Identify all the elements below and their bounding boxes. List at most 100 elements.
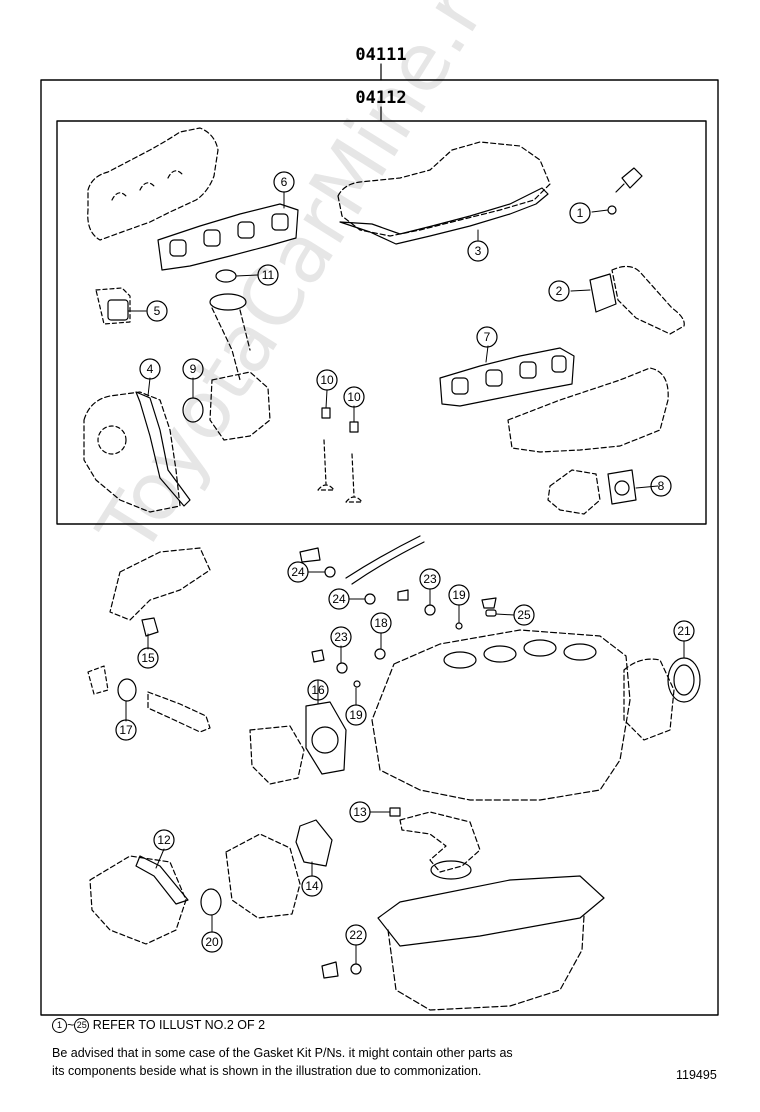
kit-part-number: 04111 — [355, 45, 406, 65]
svg-text:1: 1 — [577, 206, 584, 220]
washer-1 — [607, 205, 617, 215]
thermostat-housing — [547, 469, 601, 515]
callout-c23b: 23 — [330, 626, 352, 648]
svg-text:20: 20 — [205, 935, 219, 949]
refer-text: REFER TO ILLUST NO.2 OF 2 — [92, 1018, 266, 1032]
svg-text:23: 23 — [334, 630, 348, 644]
air-pipe-outline — [109, 547, 211, 621]
oil-pump-housing — [225, 833, 301, 919]
seal-23a — [424, 604, 436, 616]
svg-text:10: 10 — [320, 373, 334, 387]
water-outlet-housing — [611, 265, 685, 335]
strainer-gasket-13 — [389, 807, 401, 817]
gasket-7-port — [451, 377, 469, 395]
gasket-7-port — [485, 369, 503, 387]
banjo-bolt-2 — [397, 589, 409, 601]
range-start-callout: 1 — [52, 1018, 67, 1034]
gasket-7-port — [551, 355, 567, 373]
intake-valve — [317, 439, 335, 491]
flange-outline — [95, 287, 131, 325]
gasket-6-port — [271, 213, 289, 231]
water-pump-gasket-16 — [305, 701, 347, 775]
gasket-6-port — [237, 221, 255, 239]
illustration-id: 119495 — [676, 1068, 717, 1082]
strainer-screen — [430, 860, 472, 880]
flange-gasket-5 — [107, 299, 129, 321]
union-bolt — [481, 597, 497, 609]
breather-hose — [345, 535, 425, 585]
valve-stem-seal-10 — [321, 407, 331, 419]
intake-gasket-7 — [439, 347, 575, 407]
front-cover-gasket-12 — [135, 855, 189, 905]
callout-c7: 7 — [476, 326, 498, 348]
crank-seal-20 — [200, 888, 222, 916]
svg-text:4: 4 — [147, 362, 154, 376]
kit-outer-frame — [40, 79, 719, 1016]
svg-text:14: 14 — [305, 879, 319, 893]
svg-text:7: 7 — [484, 330, 491, 344]
callout-c8: 8 — [650, 475, 672, 497]
pipe-outline — [211, 307, 251, 381]
range-separator: ~ — [67, 1018, 75, 1032]
oil-pan-body — [387, 915, 585, 1011]
manifold-gasket-6 — [157, 203, 299, 271]
svg-text:24: 24 — [332, 592, 346, 606]
svg-text:23: 23 — [423, 572, 437, 586]
callout-c3: 3 — [467, 240, 489, 262]
exhaust-manifold-outline — [87, 127, 219, 241]
gasket-6-port — [169, 239, 187, 257]
oil-seal-17 — [117, 678, 137, 702]
timing-cover-outline — [83, 391, 181, 513]
callout-c19a: 19 — [448, 584, 470, 606]
drain-plug-gasket-22 — [350, 963, 362, 975]
svg-text:21: 21 — [677, 624, 691, 638]
svg-text:13: 13 — [353, 805, 367, 819]
advisory-line-2: its components beside what is shown in t… — [52, 1064, 482, 1078]
svg-text:3: 3 — [475, 244, 482, 258]
oil-seal-9 — [182, 397, 204, 423]
callout-c16: 16 — [307, 679, 329, 701]
gasket-8-hole — [614, 480, 630, 496]
callout-c23a: 23 — [419, 568, 441, 590]
gasket-6-port — [203, 229, 221, 247]
exhaust-valve — [345, 453, 363, 503]
pump-impeller — [311, 726, 339, 754]
subkit-inner-frame — [56, 120, 707, 525]
bore-3 — [523, 639, 557, 657]
svg-text:8: 8 — [658, 479, 665, 493]
bore-4 — [563, 643, 597, 661]
svg-text:18: 18 — [374, 616, 388, 630]
exhaust-manifold-ports — [111, 170, 183, 201]
bore-2 — [483, 645, 517, 663]
svg-text:2: 2 — [556, 284, 563, 298]
svg-text:10: 10 — [347, 390, 361, 404]
bore-1 — [443, 651, 477, 669]
callout-c24b: 24 — [328, 588, 350, 610]
drain-plug — [321, 961, 339, 979]
subkit-part-number: 04112 — [355, 88, 406, 108]
callout-c10b: 10 — [343, 386, 365, 408]
oil-seal-11 — [215, 269, 237, 283]
callout-c15: 15 — [137, 647, 159, 669]
water-pump-outline — [249, 725, 305, 785]
head-cover-outline — [337, 141, 551, 237]
callout-c4: 4 — [139, 358, 161, 380]
svg-text:15: 15 — [141, 651, 155, 665]
callout-c14: 14 — [301, 875, 323, 897]
thermostat-gasket-8 — [607, 469, 637, 505]
front-cover-outline — [89, 855, 187, 945]
rear-oil-seal-21-inner — [673, 664, 695, 696]
callout-c1: 1 — [569, 202, 591, 224]
callout-c21: 21 — [673, 620, 695, 642]
callout-c11: 11 — [257, 264, 279, 286]
small-bolt — [299, 547, 321, 563]
leader-lines — [125, 191, 685, 965]
callout-c20: 20 — [201, 931, 223, 953]
range-end-callout: 25 — [74, 1018, 90, 1034]
o-ring-19b — [353, 680, 361, 688]
water-pipe-outline — [147, 691, 211, 733]
svg-text:5: 5 — [154, 304, 161, 318]
callout-c18: 18 — [370, 612, 392, 634]
callout-c22: 22 — [345, 924, 367, 946]
